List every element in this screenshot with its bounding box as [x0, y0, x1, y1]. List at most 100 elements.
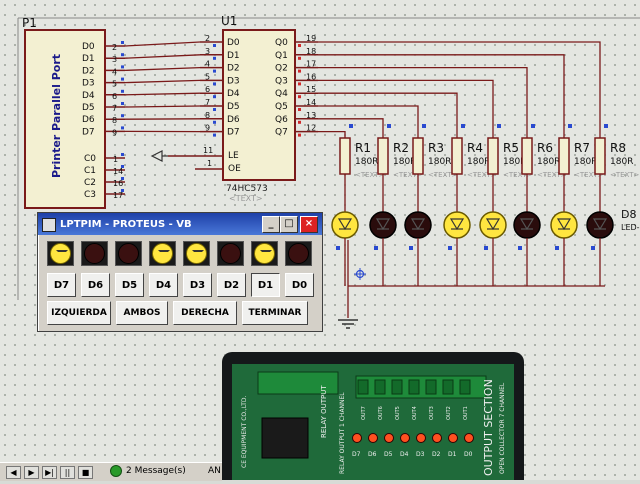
step-icon[interactable]: ▶| — [42, 466, 57, 479]
resistor-body[interactable] — [595, 138, 605, 174]
bit-button-d7[interactable]: D7 — [47, 273, 76, 297]
resistor-ref: R4 — [467, 141, 483, 155]
led-on[interactable] — [551, 212, 577, 238]
bit-button-d3[interactable]: D3 — [183, 273, 212, 297]
bus-wire[interactable] — [125, 80, 200, 82]
bus-wire[interactable] — [125, 42, 200, 46]
bus-wire[interactable] — [125, 68, 200, 71]
bus-wire[interactable] — [125, 93, 200, 95]
bit-button-d2[interactable]: D2 — [217, 273, 246, 297]
vb-led-off-icon — [288, 243, 309, 264]
pin-state-marker — [298, 70, 301, 73]
output-wire[interactable] — [318, 119, 383, 138]
p1-pin-label: D0 — [82, 42, 95, 52]
pin-state-marker — [298, 121, 301, 124]
collector-label: OPEN COLLECTOR 7 CHANNEL — [499, 382, 506, 474]
u1-in-pin-label: D3 — [227, 76, 240, 86]
messages-count[interactable]: 2 Message(s) — [126, 466, 186, 476]
u1-text: <TEXT> — [229, 194, 263, 203]
output-wire[interactable] — [318, 42, 600, 138]
probe-cursor-icon — [354, 268, 366, 280]
led-off[interactable] — [405, 212, 431, 238]
step-back-icon[interactable]: ◀ — [6, 466, 21, 479]
pin-state-marker — [121, 102, 124, 105]
board-out-label: D4 — [400, 451, 409, 458]
led-off[interactable] — [514, 212, 540, 238]
resistor-body[interactable] — [452, 138, 462, 174]
u1-in-pin-label: D2 — [227, 64, 240, 74]
company-label: CE EQUIPMENT CO.,LTD. — [241, 396, 248, 468]
bit-button-d4[interactable]: D4 — [149, 273, 178, 297]
pin-state-marker — [409, 246, 413, 250]
led-on[interactable] — [332, 212, 358, 238]
status-ok-icon — [110, 465, 122, 477]
vb-led-cell — [217, 241, 244, 266]
u1-out-pin-label: Q3 — [275, 76, 288, 86]
resistor-body[interactable] — [340, 138, 350, 174]
output-wire[interactable] — [318, 106, 418, 138]
vb-led-cell — [183, 241, 210, 266]
close-button[interactable]: × — [300, 216, 318, 233]
pin-state-marker — [213, 44, 216, 47]
u1-out-pin-label: Q0 — [275, 38, 288, 48]
bus-wire[interactable] — [125, 55, 200, 58]
derecha-button[interactable]: DERECHA — [173, 301, 237, 325]
output-wire[interactable] — [318, 80, 493, 138]
board-drawing: CE EQUIPMENT CO.,LTD. RELAY OUTPUT RELAY… — [232, 364, 514, 480]
resistor-body[interactable] — [559, 138, 569, 174]
u1-out-pin-label: Q5 — [275, 102, 288, 112]
bit-button-d5[interactable]: D5 — [115, 273, 144, 297]
pin-state-marker — [374, 246, 378, 250]
pin-state-marker — [497, 124, 501, 128]
resistor-text: <TEXT> — [610, 171, 640, 179]
vb-titlebar[interactable]: LPTPIM - PROTEUS - VB _ □ × — [38, 213, 322, 235]
led-off[interactable] — [370, 212, 396, 238]
led-on[interactable] — [480, 212, 506, 238]
terminal-screw — [443, 380, 453, 394]
play-icon[interactable]: ▶ — [24, 466, 39, 479]
led-off[interactable] — [587, 212, 613, 238]
u1-in-pin-label: D1 — [227, 51, 240, 61]
pin-state-marker — [349, 124, 353, 128]
izquierda-button[interactable]: IZQUIERDA — [47, 301, 111, 325]
bit-button-d6[interactable]: D6 — [81, 273, 110, 297]
terminal-screw — [460, 380, 470, 394]
vb-led-on-icon — [50, 243, 71, 264]
pin-state-marker — [422, 124, 426, 128]
port-label: Printer Parallel Port — [50, 54, 63, 178]
u1-in-pin-number: 8 — [205, 111, 210, 120]
resistor-body[interactable] — [522, 138, 532, 174]
u1-in-pin-number: 3 — [205, 47, 210, 56]
board-led — [417, 434, 426, 443]
resistor-ref: R3 — [428, 141, 444, 155]
relay-channel-label: RELAY OUTPUT 1 CHANNEL — [339, 392, 346, 474]
maximize-button[interactable]: □ — [280, 216, 298, 233]
pause-icon[interactable]: || — [60, 466, 75, 479]
stop-icon[interactable]: ■ — [78, 466, 93, 479]
output-wire[interactable] — [318, 132, 345, 138]
bit-button-d1[interactable]: D1 — [251, 273, 280, 297]
bus-wire[interactable] — [125, 106, 200, 107]
led-on[interactable] — [444, 212, 470, 238]
resistor-body[interactable] — [378, 138, 388, 174]
resistor-body[interactable] — [413, 138, 423, 174]
vb-led-cell — [149, 241, 176, 266]
minimize-button[interactable]: _ — [262, 216, 280, 233]
board-led — [449, 434, 458, 443]
pin-state-marker — [121, 165, 124, 168]
board-led — [465, 434, 474, 443]
pin-state-marker — [213, 57, 216, 60]
pin-state-marker — [484, 246, 488, 250]
vb-led-cell — [47, 241, 74, 266]
terminal-screw — [426, 380, 436, 394]
board-led — [385, 434, 394, 443]
terminar-button[interactable]: TERMINAR — [242, 301, 308, 325]
p1-pin-label: D1 — [82, 54, 95, 64]
resistor-body[interactable] — [488, 138, 498, 174]
u1-out-pin-label: Q6 — [275, 115, 288, 125]
pin-state-marker — [121, 65, 124, 68]
resistor-ref: R7 — [574, 141, 590, 155]
ambos-button[interactable]: AMBOS — [116, 301, 168, 325]
bit-button-d0[interactable]: D0 — [285, 273, 314, 297]
